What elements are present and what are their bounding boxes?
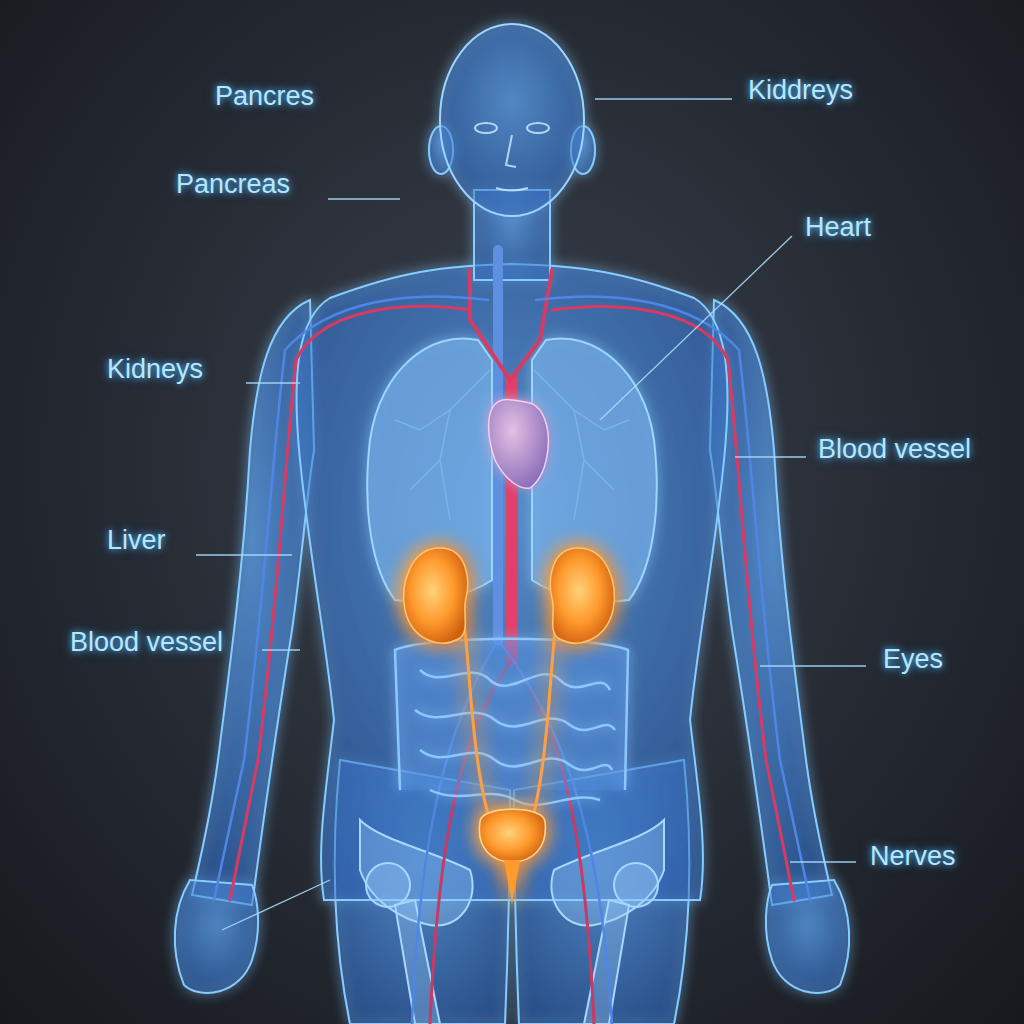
kidney-left — [404, 548, 468, 643]
vessels — [214, 250, 810, 1024]
leader-line — [246, 382, 300, 383]
label-holder: Heart — [805, 211, 871, 243]
bladder — [479, 809, 545, 862]
heart — [489, 400, 549, 489]
eye-right — [527, 123, 549, 133]
bronchi-left — [395, 370, 490, 520]
label-holder: Nerves — [870, 840, 956, 872]
organ-label: Heart — [805, 212, 871, 242]
label-holder: Eyes — [883, 643, 943, 675]
small-intestine — [415, 670, 615, 805]
eye-left — [475, 123, 497, 133]
heart-shape — [489, 400, 549, 489]
organ-label: Pancreas — [176, 169, 290, 199]
face — [475, 123, 549, 191]
label-holder: Liver — [107, 524, 166, 556]
organ-label: Pancres — [215, 81, 314, 111]
leader-line — [262, 649, 300, 650]
leader-line — [735, 456, 806, 457]
kidney-right — [550, 548, 614, 643]
organ-label: Kidneys — [107, 354, 203, 384]
label-holder: Pancres — [215, 80, 314, 112]
organ-label: Nerves — [870, 841, 956, 871]
femur-head-left — [366, 863, 410, 907]
leader-line — [328, 198, 400, 199]
organ-label: Kiddreys — [748, 75, 853, 105]
label-holder: Kidneys — [107, 353, 203, 385]
ureter-right — [530, 610, 558, 828]
body-silhouette — [175, 24, 849, 1024]
organ-label: Liver — [107, 525, 166, 555]
leader-line — [222, 880, 330, 930]
label-holder: Pancreas — [176, 168, 290, 200]
organ-label: Blood vessel — [818, 434, 971, 464]
head — [440, 24, 584, 216]
artery-neck — [470, 270, 552, 380]
ureter-left — [462, 610, 492, 828]
organ-label: Blood vessel — [70, 627, 223, 657]
label-holder: Kiddreys — [748, 74, 853, 106]
organ-label: Eyes — [883, 644, 943, 674]
femur-head-right — [614, 863, 658, 907]
leader-line — [760, 665, 866, 666]
leader-lines — [196, 99, 866, 930]
vein-left-arm — [214, 297, 488, 900]
leader-line — [790, 861, 856, 862]
mouth — [496, 188, 528, 191]
vein-right-arm — [536, 297, 810, 900]
leader-line — [196, 554, 292, 555]
label-holder: Blood vessel — [70, 626, 223, 658]
nose — [506, 135, 516, 167]
right-hand — [766, 880, 849, 993]
leader-line — [595, 98, 732, 99]
urinary-tract — [404, 548, 614, 905]
label-holder: Blood vessel — [818, 433, 971, 465]
left-hand — [175, 880, 258, 993]
leader-line — [600, 236, 792, 420]
urethra — [504, 860, 520, 905]
intestines — [395, 639, 628, 805]
